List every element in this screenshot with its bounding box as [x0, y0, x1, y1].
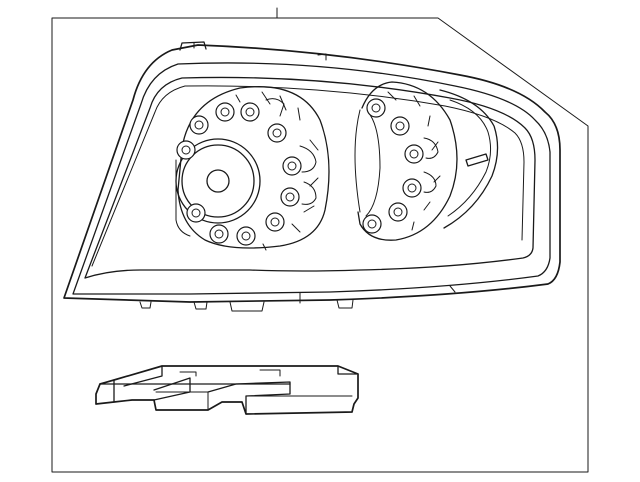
right-led-cluster: [354, 81, 499, 241]
right-led-bosses: [362, 98, 424, 234]
lamp-seal-gasket[interactable]: [95, 365, 359, 415]
left-led-cluster: [175, 86, 330, 251]
tail-lamp-assembly[interactable]: [63, 41, 561, 312]
diagram-frame: [51, 7, 589, 473]
left-led-bosses: [176, 102, 302, 246]
